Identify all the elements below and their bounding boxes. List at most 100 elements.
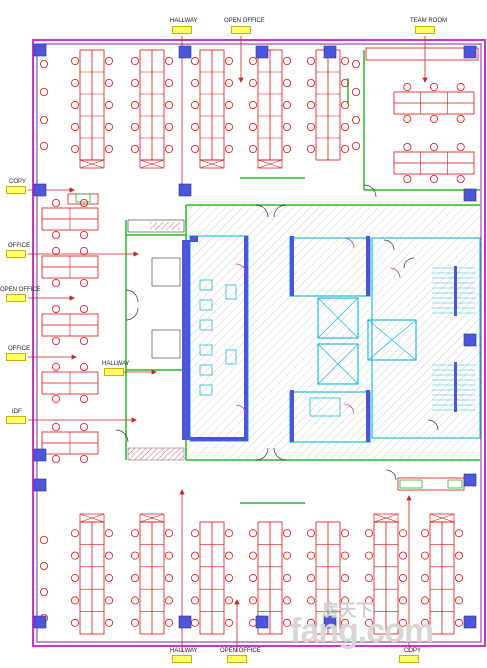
- chair-icon: [190, 551, 199, 560]
- chair-icon: [52, 198, 61, 207]
- chair-icon: [80, 230, 89, 239]
- watermark-brand-cn: 房天下: [322, 601, 373, 620]
- chair-icon: [52, 278, 61, 287]
- chair-icon: [130, 596, 139, 605]
- chair-icon: [306, 618, 315, 627]
- chair-icon: [105, 529, 114, 538]
- core-area: [186, 206, 482, 458]
- chair-icon: [52, 246, 61, 255]
- chair-icon: [398, 596, 407, 605]
- label-team-room: TEAM ROOM: [410, 18, 447, 24]
- chair-icon: [164, 57, 173, 66]
- chair-icon: [456, 115, 465, 124]
- column-icon: [33, 183, 47, 197]
- chair-icon: [80, 246, 89, 255]
- chair-icon: [340, 57, 349, 66]
- chair-icon: [306, 551, 315, 560]
- chair-icon: [364, 574, 373, 583]
- chair-icon: [429, 142, 438, 151]
- chair-icon: [164, 574, 173, 583]
- chair-icon: [364, 551, 373, 560]
- chair-icon: [40, 116, 49, 125]
- storage-x: [429, 513, 455, 523]
- chair-icon: [105, 144, 114, 153]
- label-tag: [104, 368, 124, 376]
- chair-icon: [454, 574, 463, 583]
- chair-icon: [80, 336, 89, 345]
- chair-icon: [340, 79, 349, 88]
- chair-icon: [403, 115, 412, 124]
- chair-icon: [80, 278, 89, 287]
- chair-icon: [190, 79, 199, 88]
- chair-icon: [164, 618, 173, 627]
- chair-icon: [71, 79, 80, 88]
- chair-icon: [403, 83, 412, 92]
- chair-icon: [190, 529, 199, 538]
- chair-icon: [105, 101, 114, 110]
- column-icon: [33, 478, 47, 492]
- label-copy-bottom: COPY: [404, 648, 422, 654]
- label-tag: [227, 655, 247, 663]
- chair-icon: [398, 618, 407, 627]
- storage-icon: [79, 159, 105, 169]
- chair-icon: [190, 101, 199, 110]
- chair-icon: [164, 79, 173, 88]
- label-tag: [6, 250, 26, 258]
- chair-icon: [282, 574, 291, 583]
- chair-icon: [456, 83, 465, 92]
- chair-icon: [420, 551, 429, 560]
- storage-icon: [79, 513, 105, 523]
- chair-icon: [105, 79, 114, 88]
- chair-icon: [40, 588, 49, 597]
- chair-icon: [364, 618, 373, 627]
- chair-icon: [105, 618, 114, 627]
- storage-x: [373, 513, 399, 523]
- chair-icon: [52, 304, 61, 313]
- chair-icon: [282, 123, 291, 132]
- chair-icon: [420, 618, 429, 627]
- chair-icon: [105, 596, 114, 605]
- chair-icon: [71, 144, 80, 153]
- chair-icon: [164, 551, 173, 560]
- storage-icon: [429, 513, 455, 523]
- label-tag: [6, 294, 26, 302]
- chair-icon: [224, 596, 233, 605]
- chair-icon: [282, 79, 291, 88]
- label-tag: [231, 26, 251, 34]
- label-open-office-left: OPEN OFFICE: [0, 287, 41, 293]
- label-open-office-bottom: OPEN OFFICE: [220, 648, 261, 654]
- columns: [33, 43, 477, 629]
- chair-icon: [340, 618, 349, 627]
- chair-icon: [306, 57, 315, 66]
- chair-icon: [282, 144, 291, 153]
- chair-icon: [306, 596, 315, 605]
- chair-icon: [420, 574, 429, 583]
- chair-icon: [224, 101, 233, 110]
- chair-icon: [429, 83, 438, 92]
- chair-icon: [40, 536, 49, 545]
- chair-icon: [351, 60, 360, 69]
- chair-icon: [398, 551, 407, 560]
- storage-icon: [139, 513, 165, 523]
- chair-icon: [398, 574, 407, 583]
- column-icon: [255, 45, 269, 59]
- chair-icon: [80, 394, 89, 403]
- chair-icon: [71, 57, 80, 66]
- column-icon: [33, 43, 47, 57]
- chair-icon: [130, 57, 139, 66]
- chair-icon: [248, 144, 257, 153]
- chair-icon: [306, 123, 315, 132]
- chair-icon: [71, 123, 80, 132]
- column-icon: [323, 615, 337, 629]
- chair-icon: [403, 174, 412, 183]
- chair-icon: [340, 596, 349, 605]
- storage-x: [79, 513, 105, 523]
- storage-icon: [373, 513, 399, 523]
- chair-icon: [248, 101, 257, 110]
- chair-icon: [164, 596, 173, 605]
- chair-icon: [164, 101, 173, 110]
- label-tag: [415, 26, 435, 34]
- chair-icon: [71, 596, 80, 605]
- column-icon: [463, 473, 477, 487]
- chair-icon: [190, 618, 199, 627]
